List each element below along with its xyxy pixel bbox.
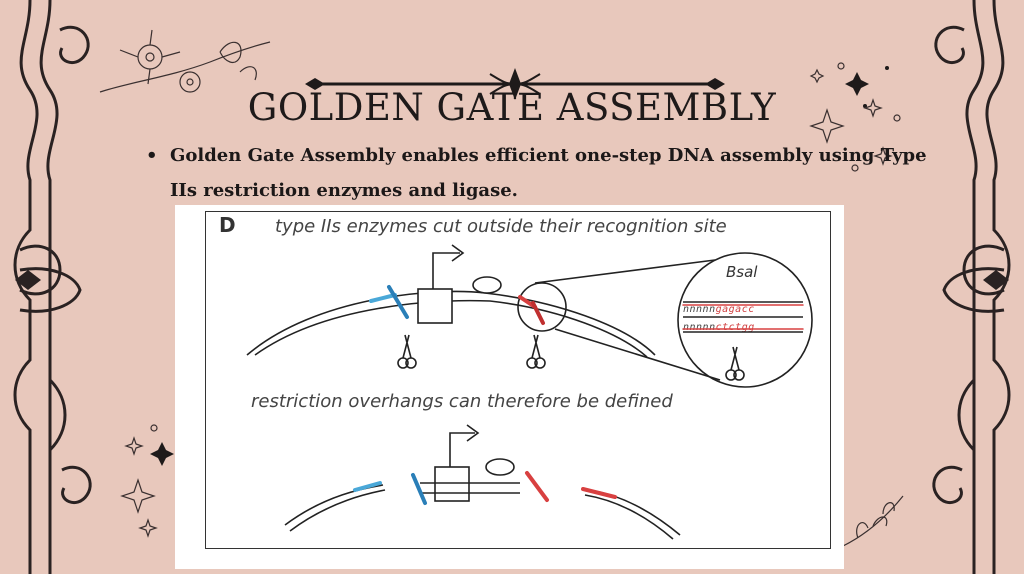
figure-frame xyxy=(205,211,831,549)
right-ornamental-border xyxy=(932,0,1011,574)
sequence-top-red: gagacc xyxy=(715,304,755,315)
bullet-text: Golden Gate Assembly enables efficient o… xyxy=(170,145,927,201)
sequence-bottom-plain: nnnnn xyxy=(683,322,716,333)
dna-diagram-art xyxy=(246,244,813,540)
page-title: GOLDEN GATE ASSEMBLY xyxy=(247,86,777,129)
bullet-marker: • xyxy=(146,145,158,166)
star-decoration xyxy=(809,62,901,172)
golden-gate-diagram: D type IIs enzymes cut outside their rec… xyxy=(175,205,844,569)
sequence-bottom: nnnnnctctgg xyxy=(683,322,755,333)
left-ornamental-border xyxy=(13,0,92,574)
caption-top: type IIs enzymes cut outside their recog… xyxy=(275,216,727,237)
floral-decoration xyxy=(99,29,271,93)
sequence-bottom-red: ctctgg xyxy=(715,322,755,333)
leaf-decoration xyxy=(842,495,904,547)
sequence-top-plain: nnnnn xyxy=(683,304,716,315)
caption-bottom: restriction overhangs can therefore be d… xyxy=(251,391,673,412)
enzyme-label: Bsal xyxy=(726,263,758,281)
panel-letter: D xyxy=(219,213,236,237)
star-decoration xyxy=(120,424,174,538)
title-divider-ornament xyxy=(305,68,725,100)
sequence-top: nnnnngagacc xyxy=(683,304,755,315)
bullet-item: • Golden Gate Assembly enables efficient… xyxy=(146,138,946,208)
